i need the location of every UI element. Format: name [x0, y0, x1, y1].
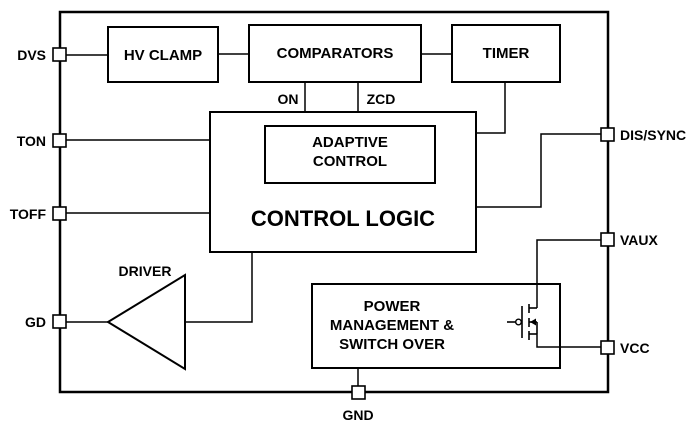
control-logic-label: CONTROL LOGIC: [251, 206, 435, 231]
pin-dis-sync-square: [600, 127, 615, 142]
wire-control-driver: [185, 252, 253, 323]
hv-clamp-label: HV CLAMP: [124, 47, 202, 64]
pin-ton-square: [52, 133, 67, 148]
power-management-label-line1: POWER: [364, 298, 421, 315]
power-management-label-line3: SWITCH OVER: [339, 336, 445, 353]
pin-vcc-label: VCC: [620, 340, 650, 356]
pin-dis-sync-label: DIS/SYNC: [620, 127, 686, 143]
driver-label: DRIVER: [119, 263, 172, 279]
pin-toff-square: [52, 206, 67, 221]
pin-ton-label: TON: [17, 133, 46, 149]
wire-dis-sync: [476, 133, 601, 208]
pin-gnd-label: GND: [342, 407, 373, 423]
driver-symbol: [106, 273, 186, 371]
mosfet-gate-bubble: [515, 318, 523, 326]
pin-toff-label: TOFF: [10, 206, 47, 222]
pin-vaux-label: VAUX: [620, 232, 659, 248]
comparators-label: COMPARATORS: [277, 45, 394, 62]
signal-on-label: ON: [278, 91, 299, 107]
adaptive-control-label-line2: CONTROL: [313, 153, 387, 170]
wire-vaux: [536, 239, 601, 308]
chip-outline: [58, 10, 610, 394]
pin-dvs-label: DVS: [17, 47, 46, 63]
pin-gd-square: [52, 314, 67, 329]
pin-gnd-square: [351, 385, 366, 400]
wire-timer-control: [476, 82, 506, 134]
power-management-label-line2: MANAGEMENT &: [330, 317, 454, 334]
wire-vcc: [536, 334, 601, 348]
signal-zcd-label: ZCD: [367, 91, 396, 107]
pin-dvs-square: [52, 47, 67, 62]
power-management-block: [311, 283, 561, 369]
timer-label: TIMER: [483, 45, 530, 62]
control-logic-block: [209, 111, 477, 253]
mosfet-arrow-icon: [530, 318, 536, 326]
wires: [66, 53, 601, 387]
pin-gd-label: GD: [25, 314, 46, 330]
pin-vcc-square: [600, 340, 615, 355]
adaptive-control-block: [264, 125, 436, 184]
adaptive-control-label-line1: ADAPTIVE: [312, 134, 388, 151]
pin-vaux-square: [600, 232, 615, 247]
